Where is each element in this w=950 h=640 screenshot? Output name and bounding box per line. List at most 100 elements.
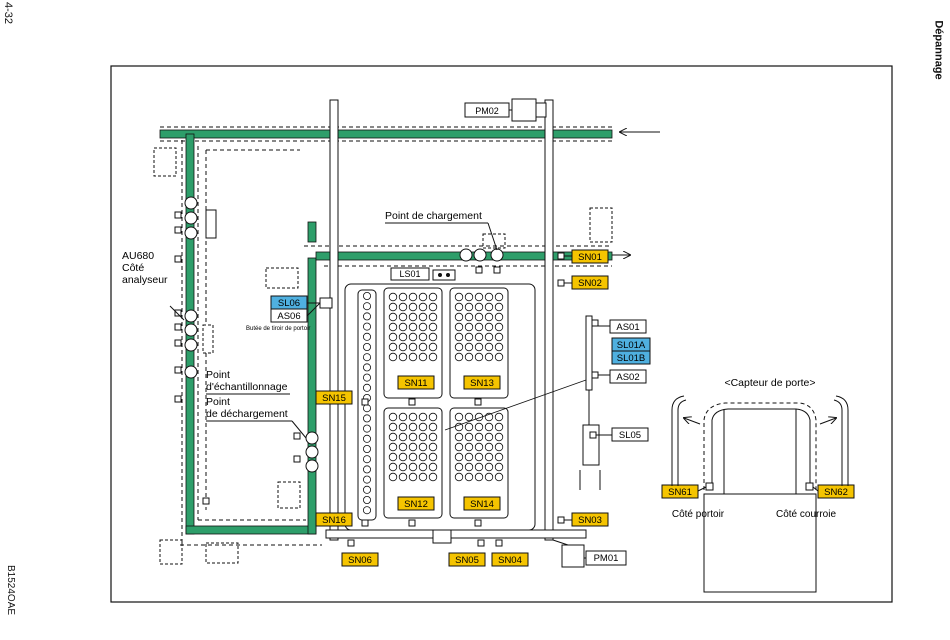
rack-hole: [494, 302, 504, 312]
rack-hole: [428, 442, 438, 452]
right-arm: [444, 315, 601, 490]
rack-hole: [474, 352, 484, 362]
rack-hole: [464, 352, 474, 362]
belt-side-label: Côté courroie: [776, 509, 836, 520]
rack-hole: [408, 292, 418, 302]
sn11-label: SN11: [404, 378, 427, 389]
rack-hole: [464, 452, 474, 462]
rack-hole: [408, 352, 418, 362]
rack-hole: [474, 292, 484, 302]
rack-hole: [362, 291, 371, 300]
annotations: Point de chargement Point d'échantillonn…: [122, 210, 498, 439]
sn06-label: SN06: [348, 555, 372, 566]
rack-hole: [418, 322, 428, 332]
rack-hole: [464, 322, 474, 332]
rack-hole: [362, 342, 371, 351]
rack-hole: [418, 342, 428, 352]
rack-hole: [454, 292, 464, 302]
sn15-label: SN15: [322, 393, 346, 404]
rack-hole: [408, 342, 418, 352]
rack-hole: [464, 312, 474, 322]
rack-hole: [398, 292, 408, 302]
rack-hole: [484, 342, 494, 352]
ls01-sensor: LS01: [390, 267, 456, 281]
rack-hole: [454, 332, 464, 342]
rack-hole: [428, 422, 438, 432]
rack-hole: [418, 352, 428, 362]
rack-hole: [388, 342, 398, 352]
rack-hole: [418, 412, 428, 422]
rack-hole: [494, 442, 504, 452]
rack-hole: [474, 302, 484, 312]
diagram-frame: [110, 65, 893, 603]
rack-hole: [418, 462, 428, 472]
drawer-stop-label: Butée de tiroir de portoir: [246, 326, 310, 332]
rack-hole: [464, 432, 474, 442]
rack-hole: [388, 422, 398, 432]
rack-hole: [398, 432, 408, 442]
left-small-boxes: [174, 209, 565, 524]
rack-hole: [362, 414, 371, 423]
svg-text:PM02: PM02: [475, 106, 499, 116]
rack-hole: [428, 342, 438, 352]
rack-hole: [388, 462, 398, 472]
rack-hole: [484, 432, 494, 442]
sn62-label: SN62: [824, 487, 848, 498]
rack-hole: [418, 302, 428, 312]
rack-hole: [474, 452, 484, 462]
rack-hole: [388, 442, 398, 452]
rack-hole: [464, 412, 474, 422]
rack-hole: [494, 312, 504, 322]
rack-hole: [418, 452, 428, 462]
sample-point-line1: Point: [206, 369, 230, 381]
rack-hole: [362, 363, 371, 372]
sn05-label: SN05: [455, 555, 479, 566]
rack-hole: [398, 312, 408, 322]
sl01a-label: SL01A: [617, 340, 646, 351]
rack-hole: [474, 472, 484, 482]
load-point-label: Point de chargement: [385, 210, 482, 222]
rack-hole: [388, 322, 398, 332]
rack-hole: [484, 452, 494, 462]
rack-hole: [484, 462, 494, 472]
rack-hole: [362, 302, 371, 311]
rack-hole: [362, 465, 371, 474]
rack-hole: [474, 322, 484, 332]
pm02-motor: PM02: [464, 98, 547, 122]
au680-line2: Côté: [122, 262, 144, 274]
rack-hole: [474, 422, 484, 432]
rack-hole: [362, 506, 371, 515]
rack-side-label: Côté portoir: [672, 509, 725, 520]
door-sensor-title: <Capteur de porte>: [724, 377, 815, 389]
sample-point-line2: d'échantillonnage: [206, 381, 288, 393]
rack-hole: [494, 342, 504, 352]
rack-hole: [408, 442, 418, 452]
door-sensor-detail: <Capteur de porte> Côté portoir Côté cou…: [671, 377, 849, 593]
sn14-label: SN14: [470, 499, 494, 510]
rack-hole: [388, 302, 398, 312]
rack-hole: [464, 302, 474, 312]
rack-hole: [474, 342, 484, 352]
rack-hole: [454, 352, 464, 362]
rack-hole: [464, 342, 474, 352]
rack-hole: [362, 383, 371, 392]
rack-hole: [428, 472, 438, 482]
rack-hole: [362, 455, 371, 464]
rack-hole: [494, 462, 504, 472]
rack-hole: [454, 462, 464, 472]
rack-hole: [484, 312, 494, 322]
rack-hole: [494, 292, 504, 302]
sn02-label: SN02: [578, 278, 602, 289]
rack-hole: [454, 452, 464, 462]
rack-hole: [464, 422, 474, 432]
rack-hole: [362, 424, 371, 433]
rack-hole: [474, 312, 484, 322]
rack-hole: [362, 485, 371, 494]
rack-hole: [494, 452, 504, 462]
rack-hole: [418, 432, 428, 442]
rack-hole: [408, 412, 418, 422]
rack-hole: [362, 353, 371, 362]
sl01b-label: SL01B: [617, 353, 646, 364]
rack-hole: [362, 444, 371, 453]
